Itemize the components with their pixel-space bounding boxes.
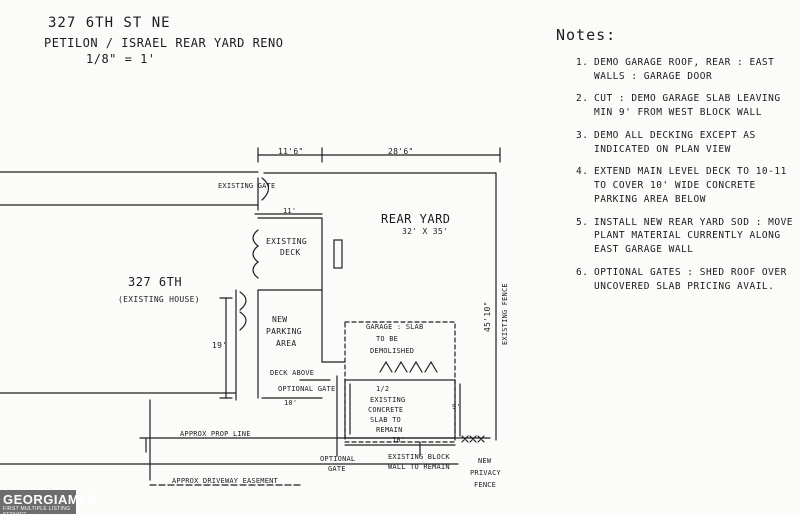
note-text: Extend main level deck to 10-11 to cover… bbox=[594, 166, 787, 205]
slab-label-4: Slab to bbox=[370, 416, 401, 424]
note-number: 3. bbox=[576, 129, 589, 141]
privacy-fence-label-2: Privacy bbox=[470, 469, 501, 477]
existing-deck-label-2: Deck bbox=[280, 248, 301, 257]
note-text: Cut : demo garage slab leaving min 9' fr… bbox=[594, 93, 781, 119]
drawing-scale: 1/8" = 1' bbox=[86, 52, 156, 66]
block-wall-label-1: Existing Block bbox=[388, 453, 450, 461]
new-parking-label-1: New bbox=[272, 315, 288, 324]
note-number: 4. bbox=[576, 166, 589, 178]
privacy-fence-label-1: New bbox=[478, 457, 492, 465]
dimension-45-10: 45'10" bbox=[483, 301, 492, 332]
dimension-28-6: 28'6" bbox=[388, 147, 414, 156]
slab-label-3: Concrete bbox=[368, 406, 404, 414]
note-text: Demo all decking except as indicated on … bbox=[594, 129, 756, 155]
project-title: Petilon / Israel Rear Yard Reno bbox=[44, 36, 284, 50]
existing-gate-label: Existing Gate bbox=[218, 182, 276, 190]
driveway-easement-label: Approx Driveway Easement bbox=[172, 477, 278, 485]
rear-yard-size: 32' x 35' bbox=[402, 227, 449, 236]
new-parking-label-2: Parking bbox=[266, 327, 302, 336]
logo-subtitle: FIRST MULTIPLE LISTING SERVICE bbox=[3, 506, 71, 518]
note-number: 6. bbox=[576, 266, 589, 278]
note-text: Install new rear yard sod : move plant m… bbox=[594, 216, 794, 256]
georgia-mls-logo: GEORGIAMLS FIRST MULTIPLE LISTING SERVIC… bbox=[0, 490, 96, 518]
privacy-fence-label-3: Fence bbox=[474, 481, 497, 489]
deck-above-label: Deck Above bbox=[270, 369, 315, 377]
dimension-11-6: 11'6" bbox=[278, 147, 304, 156]
optional-gate-label-1: Optional bbox=[320, 455, 356, 463]
slab-label-1: 1/2 bbox=[376, 385, 390, 393]
garage-label-3: Demolished bbox=[370, 347, 415, 355]
note-number: 1. bbox=[576, 56, 589, 68]
notes-block: Notes: 1. Demo garage roof, rear : east … bbox=[556, 26, 796, 302]
garage-label-1: Garage : Slab bbox=[366, 323, 424, 331]
dimension-10: 10' bbox=[284, 399, 298, 407]
block-wall-label-2: Wall to Remain bbox=[388, 463, 450, 471]
note-text: Demo garage roof, rear : east walls : ga… bbox=[594, 56, 775, 82]
existing-fence-label: Existing Fence bbox=[501, 283, 509, 345]
note-item: 4. Extend main level deck to 10-11 to co… bbox=[556, 165, 796, 206]
logo-brand: GEORGIAMLS bbox=[3, 492, 97, 507]
note-item: 5. Install new rear yard sod : move plan… bbox=[556, 216, 796, 257]
notes-title: Notes: bbox=[556, 26, 617, 44]
note-number: 2. bbox=[576, 93, 589, 105]
note-text: Optional gates : shed roof over uncovere… bbox=[594, 266, 787, 292]
dimension-11: 11' bbox=[283, 207, 297, 215]
existing-deck-label-1: Existing bbox=[266, 237, 307, 246]
address-title: 327 6th St NE bbox=[48, 15, 171, 31]
slab-label-5: Remain bbox=[376, 426, 403, 434]
slab-label-2: Existing bbox=[370, 396, 406, 404]
new-parking-label-3: Area bbox=[276, 339, 297, 348]
property-line-label: Approx Prop Line bbox=[180, 430, 251, 438]
note-item: 2. Cut : demo garage slab leaving min 9'… bbox=[556, 92, 796, 120]
note-number: 5. bbox=[576, 216, 589, 228]
dimension-9: 9' bbox=[452, 403, 461, 411]
optional-gate-small-label: Optional Gate bbox=[278, 385, 336, 393]
dimension-18: 18' bbox=[392, 436, 406, 444]
dimension-19: 19' bbox=[212, 341, 228, 350]
note-item: 6. Optional gates : shed roof over uncov… bbox=[556, 266, 796, 294]
note-item: 3. Demo all decking except as indicated … bbox=[556, 129, 796, 157]
house-label: 327 6th bbox=[128, 275, 183, 289]
garage-label-2: to be bbox=[376, 335, 399, 343]
optional-gate-label-2: Gate bbox=[328, 465, 346, 473]
note-item: 1. Demo garage roof, rear : east walls :… bbox=[556, 56, 796, 84]
rear-yard-label: Rear Yard bbox=[381, 212, 451, 226]
house-sublabel: (Existing House) bbox=[118, 295, 200, 304]
